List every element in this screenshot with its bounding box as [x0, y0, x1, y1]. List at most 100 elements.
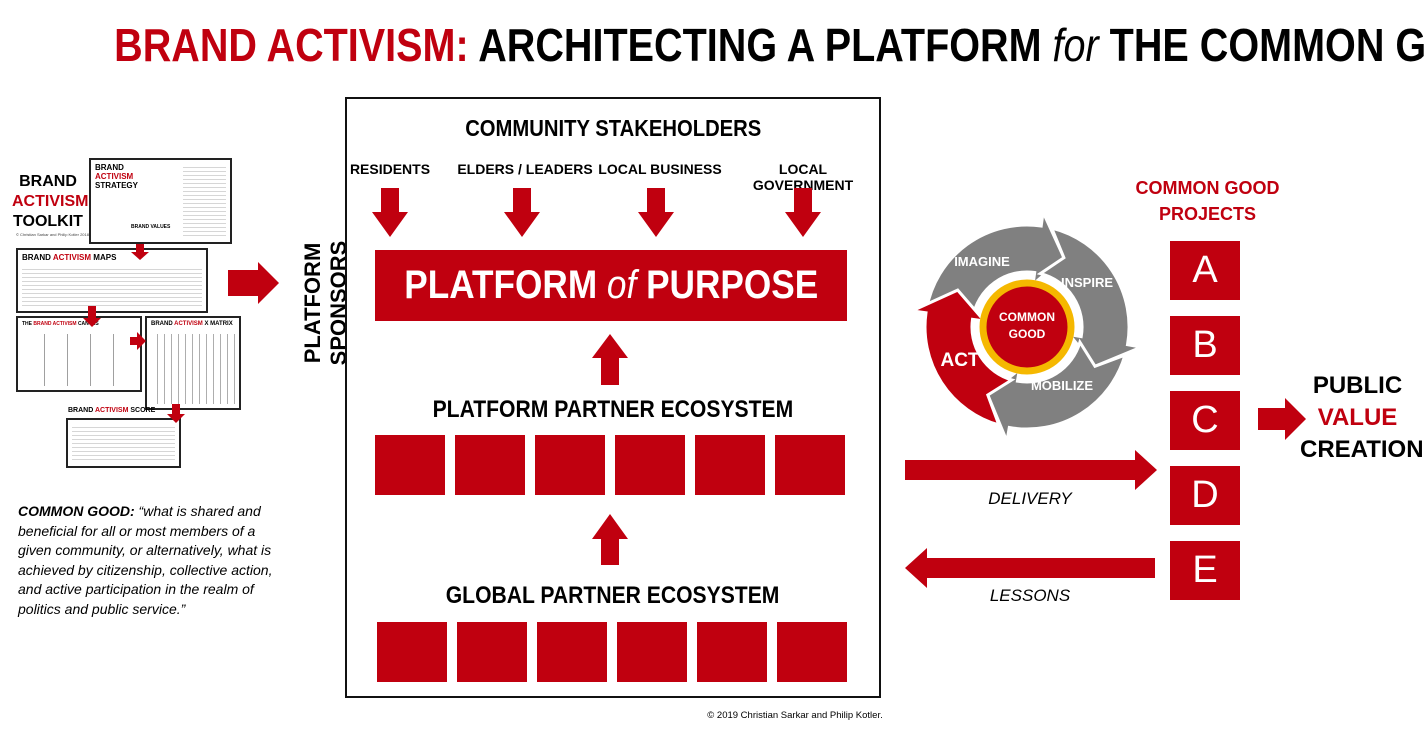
- doc-text: ACTIVISM: [52, 253, 92, 262]
- down-arrow-icon: [504, 188, 540, 237]
- delivery-arrow-icon: [905, 450, 1157, 490]
- stakeholder-government: LOCAL GOVERNMENT: [752, 161, 854, 193]
- outcome-line: PUBLIC: [1312, 372, 1403, 399]
- toolkit-copyright: © Christian Sarkar and Philip Kotler 201…: [16, 232, 89, 237]
- partner-box: [457, 622, 527, 682]
- doc-text: CANVAS: [77, 321, 99, 327]
- project-c: C: [1170, 391, 1240, 450]
- platform-of-purpose: PLATFORM of PURPOSE: [375, 250, 847, 321]
- doc-text: ACTIVISM: [95, 172, 134, 181]
- cycle-arrow-mobilize: [985, 338, 1128, 447]
- purpose-text: PLATFORM: [404, 263, 597, 307]
- doc-text: BRAND: [95, 163, 124, 172]
- quote-label: COMMON GOOD:: [18, 503, 135, 519]
- cycle-arrow-act: [906, 288, 1016, 428]
- toolkit-label: BRAND ACTIVISM TOOLKIT: [12, 172, 89, 232]
- projects-title-line: COMMON GOOD: [1135, 178, 1280, 198]
- platform-partner-text: PLATFORM PARTNER ECOSYSTEM: [432, 396, 794, 423]
- doc-text: BRAND VALUES: [131, 224, 171, 230]
- down-arrow-icon: [167, 404, 185, 423]
- doc-text: X MATRIX: [204, 321, 233, 327]
- global-partner-text: GLOBAL PARTNER ECOSYSTEM: [446, 582, 780, 609]
- down-arrow-icon: [131, 244, 149, 260]
- partner-box: [775, 435, 845, 495]
- down-arrow-icon: [638, 188, 674, 237]
- project-b: B: [1170, 316, 1240, 375]
- up-arrow-icon: [592, 514, 628, 565]
- doc-text: BRAND ACTIVISM: [33, 321, 77, 327]
- doc-text: ACTIVISM: [94, 407, 129, 414]
- outcome-label: PUBLIC VALUE CREATION: [1300, 370, 1424, 466]
- toolkit-line2: ACTIVISM: [12, 193, 89, 210]
- project-d: D: [1170, 466, 1240, 525]
- partner-box: [537, 622, 607, 682]
- copyright: © 2019 Christian Sarkar and Philip Kotle…: [707, 710, 883, 721]
- stakeholder-business: LOCAL BUSINESS: [598, 161, 722, 177]
- main-arrows: [372, 188, 821, 565]
- projects-title-line: PROJECTS: [1158, 204, 1257, 224]
- down-arrow-icon: [785, 188, 821, 237]
- stakeholders-title-text: COMMUNITY STAKEHOLDERS: [464, 115, 762, 141]
- doc-text: ACTIVISM: [174, 321, 203, 327]
- title-part3: for: [1052, 19, 1099, 71]
- platform-partner-title: PLATFORM PARTNER ECOSYSTEM: [345, 396, 881, 424]
- down-arrow-icon: [83, 306, 101, 327]
- partner-box: [777, 622, 847, 682]
- projects-title: COMMON GOOD PROJECTS: [1120, 175, 1295, 227]
- stakeholders-title: COMMUNITY STAKEHOLDERS: [345, 115, 881, 142]
- cycle-label-imagine: IMAGINE: [954, 254, 1010, 269]
- cycle-arrow-imagine: [924, 206, 1066, 321]
- common-good-cycle: IMAGINE INSPIRE MOBILIZE ACT COMMON GOOD: [906, 206, 1147, 447]
- title-part1: BRAND ACTIVISM:: [114, 19, 469, 71]
- doc-canvas: THE BRAND ACTIVISM CANVAS: [16, 316, 142, 392]
- partner-box: [615, 435, 685, 495]
- purpose-text: of: [606, 263, 637, 307]
- global-partner-title: GLOBAL PARTNER ECOSYSTEM: [345, 582, 881, 610]
- stakeholder-residents: RESIDENTS: [349, 161, 431, 177]
- common-good-circle: [979, 279, 1075, 375]
- cycle-label-act: ACT: [940, 350, 979, 371]
- doc-text: SCORE: [130, 407, 156, 414]
- cycle-arrow-inspire: [1036, 225, 1147, 369]
- right-arrow-icon: [1258, 398, 1306, 440]
- partner-box: [455, 435, 525, 495]
- doc-text: BRAND: [68, 407, 94, 414]
- platform-box: [345, 97, 881, 698]
- common-good-label: GOOD: [1009, 327, 1046, 341]
- partner-box: [617, 622, 687, 682]
- doc-score: [66, 418, 181, 468]
- partner-box: [377, 622, 447, 682]
- toolkit-arrows: [83, 244, 279, 423]
- page-title: BRAND ACTIVISM: ARCHITECTING A PLATFORM …: [0, 18, 1427, 72]
- doc-text: MAPS: [93, 253, 117, 262]
- delivery-label: DELIVERY: [988, 489, 1072, 508]
- doc-text: THE: [22, 321, 32, 327]
- doc-maps: BRAND ACTIVISM MAPS: [16, 248, 208, 313]
- doc-text: STRATEGY: [95, 181, 138, 190]
- cycle-label-inspire: INSPIRE: [1061, 275, 1113, 290]
- partner-box: [535, 435, 605, 495]
- doc-text: BRAND: [151, 321, 173, 327]
- toolkit-line1: BRAND: [19, 173, 77, 190]
- partner-box: [695, 435, 765, 495]
- title-part4: THE COMMON GOOD: [1109, 19, 1427, 71]
- right-arrow-icon: [130, 332, 146, 350]
- partner-box: [375, 435, 445, 495]
- toolkit-line3: TOOLKIT: [13, 213, 83, 230]
- project-e: E: [1170, 541, 1240, 600]
- project-a: A: [1170, 241, 1240, 300]
- right-arrow-icon: [228, 262, 279, 304]
- quote-text: “what is shared and beneficial for all o…: [18, 503, 273, 617]
- common-good-quote: COMMON GOOD: “what is shared and benefic…: [18, 502, 278, 619]
- cycle-label-mobilize: MOBILIZE: [1031, 378, 1093, 393]
- up-arrow-icon: [592, 334, 628, 385]
- common-good-label: COMMON: [999, 310, 1055, 324]
- down-arrow-icon: [372, 188, 408, 237]
- stakeholder-elders: ELDERS / LEADERS: [457, 161, 593, 177]
- lessons-label: LESSONS: [989, 586, 1071, 605]
- doc-score-title: BRAND ACTIVISM SCORE: [68, 407, 155, 414]
- outcome-line: CREATION: [1300, 436, 1424, 463]
